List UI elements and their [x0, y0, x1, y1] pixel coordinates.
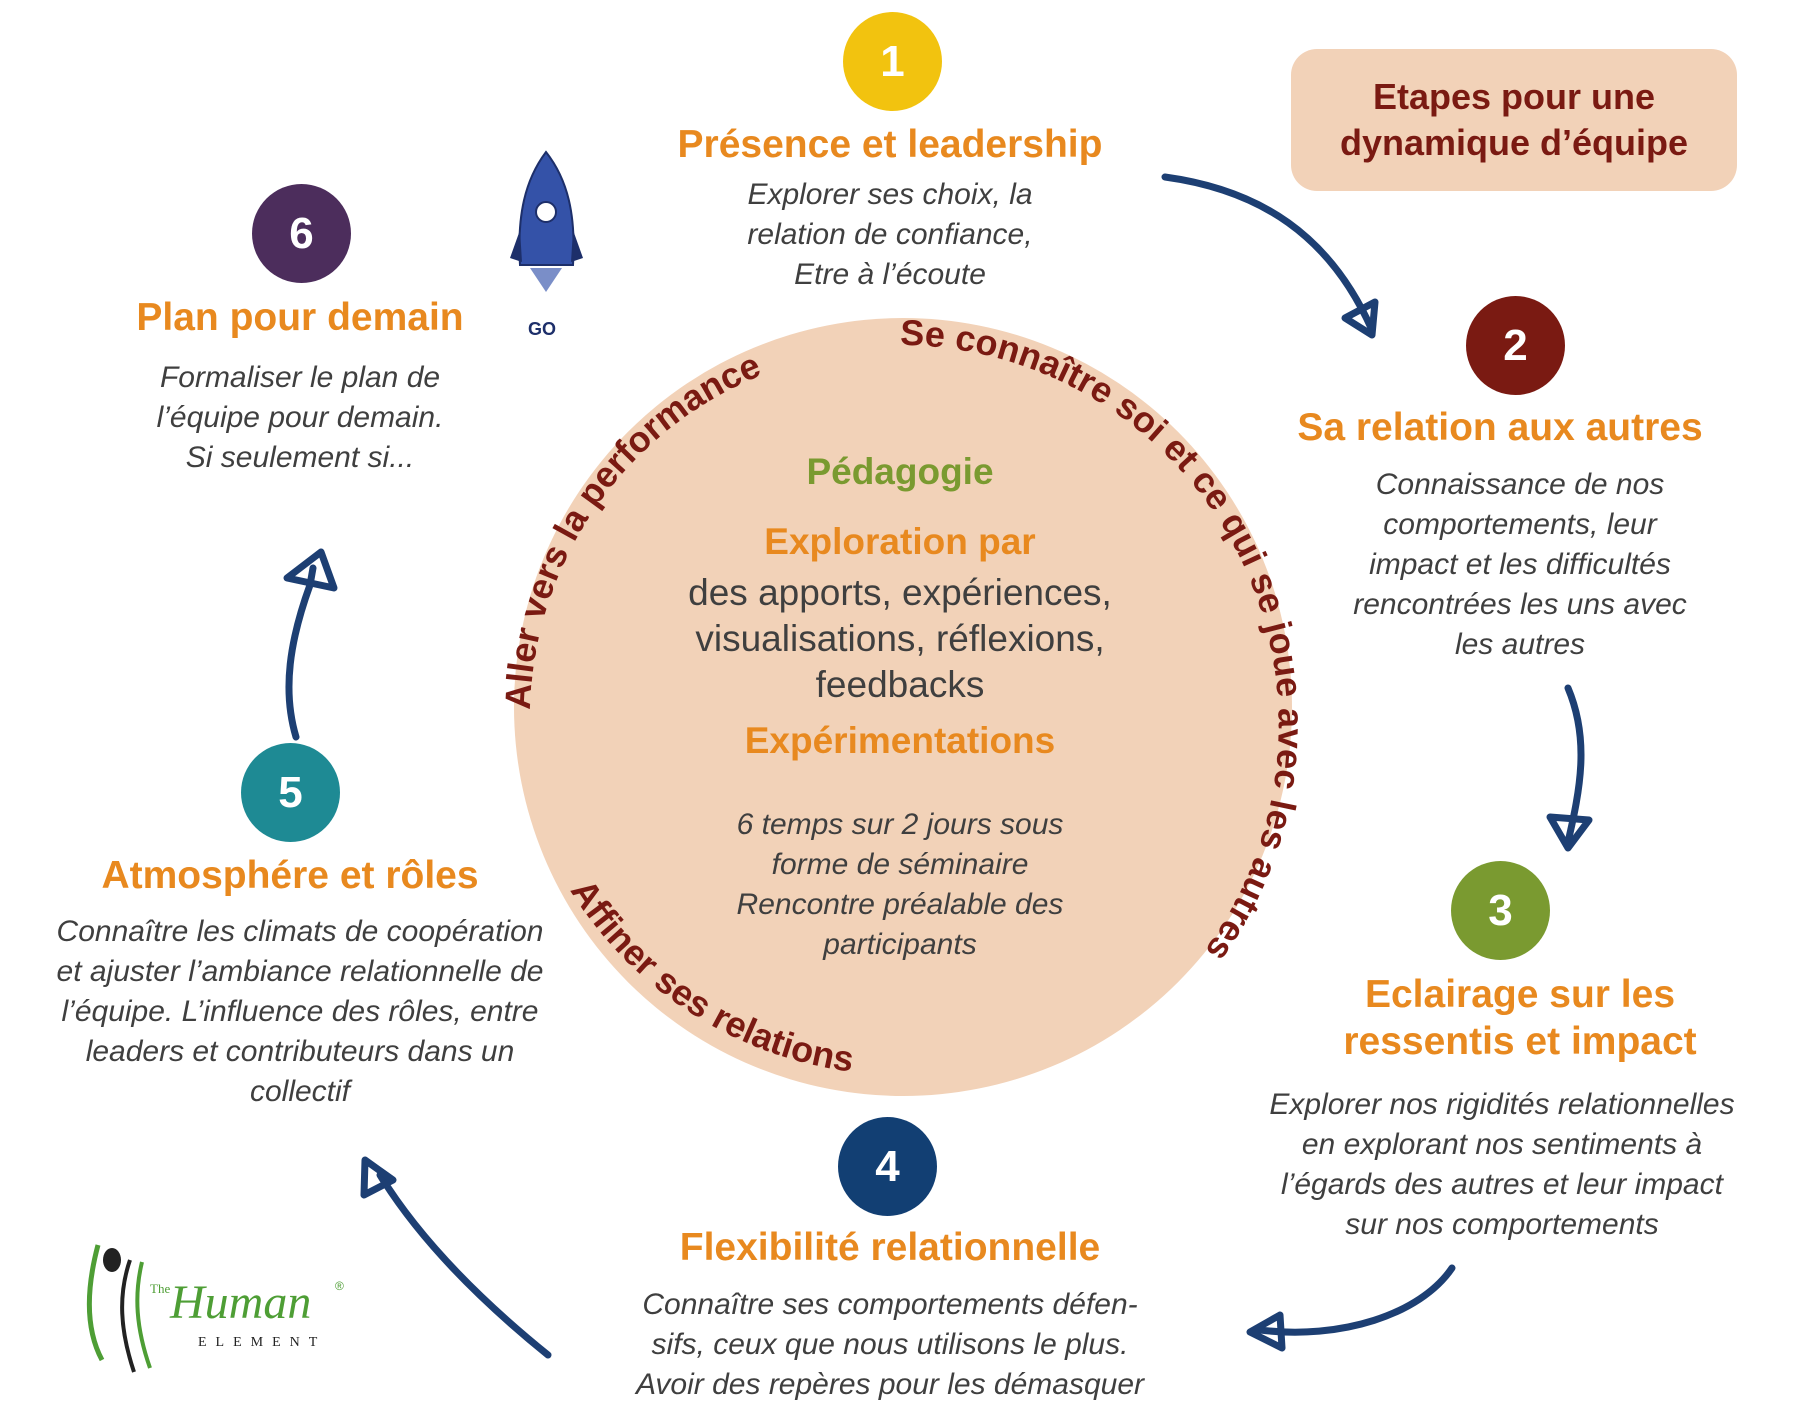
step-2-description: Connaissance de nos comportements, leur … [1280, 465, 1760, 665]
exploration-line: des apports, expériences, [688, 572, 1112, 613]
step-4-title: Flexibilité relationnelle [679, 1226, 1101, 1269]
step-2-line: les autres [1454, 628, 1586, 661]
step-5-badge: 5 [241, 743, 340, 842]
exploration-line: feedbacks [815, 664, 985, 705]
step-6-title: Plan pour demain [136, 296, 464, 339]
arrow-2-to-3 [1546, 684, 1593, 852]
step-5-line: Connaître les climats de coopération [56, 915, 544, 948]
legend-line-2: dynamique d’équipe [1339, 122, 1689, 163]
logo-small-text: The [150, 1281, 171, 1296]
step-5-line: l’équipe. L’influence des rôles, entre [61, 995, 539, 1028]
step-5-title: Atmosphére et rôles [101, 854, 479, 897]
exploration-line: visualisations, réflexions, [695, 618, 1105, 659]
step-3-line: en explorant nos sentiments à [1301, 1128, 1703, 1161]
step-1-description: Explorer ses choix, la relation de confi… [640, 175, 1140, 295]
step-3-line: Explorer nos rigidités relationnelles [1269, 1088, 1735, 1121]
step-4-line: sifs, ceux que nous utilisons le plus. [651, 1328, 1129, 1361]
step-3-line: sur nos comportements [1345, 1208, 1659, 1241]
step-4-badge: 4 [838, 1117, 937, 1216]
exploration-body: des apports, expériences, visualisations… [600, 570, 1200, 708]
step-3-line: l’égards des autres et leur impact [1281, 1168, 1723, 1201]
step-1-line: Etre à l’écoute [794, 258, 986, 291]
logo-main-text: Human [170, 1276, 312, 1329]
program-note: 6 temps sur 2 jours sous forme de sémina… [600, 805, 1200, 965]
step-6-line: Si seulement si... [185, 441, 415, 474]
step-5-description: Connaître les climats de coopération et … [10, 912, 590, 1112]
arrow-1-to-2 [1161, 173, 1379, 339]
exploration-subtitle: Exploration par [764, 521, 1036, 562]
pedagogy-circle [514, 318, 1292, 1096]
legend-line-1: Etapes pour une [1372, 76, 1656, 117]
step-4-description: Connaître ses comportements défen- sifs,… [580, 1285, 1200, 1405]
program-note-line: forme de séminaire [771, 848, 1029, 881]
step-3-title-line: Eclairage sur les [1364, 973, 1676, 1016]
step-3-badge: 3 [1451, 861, 1550, 960]
step-2-line: rencontrées les uns avec [1353, 588, 1687, 621]
step-1-title: Présence et leadership [677, 123, 1103, 166]
program-note-line: participants [823, 928, 977, 961]
step-2-line: comportements, leur [1383, 508, 1657, 541]
step-3-title: Eclairage sur les ressentis et impact [1270, 972, 1770, 1066]
step-4-line: Connaître ses comportements défen- [642, 1288, 1138, 1321]
step-5-line: leaders et contributeurs dans un [85, 1035, 515, 1068]
pedagogy-title: Pédagogie [806, 451, 994, 492]
human-element-logo-mark [86, 1244, 152, 1373]
step-6-line: l’équipe pour demain. [156, 401, 444, 434]
arrow-5-to-6 [283, 548, 338, 741]
arrow-4-to-5 [360, 1156, 552, 1359]
experiments-title: Expérimentations [744, 720, 1056, 761]
step-4-line: Avoir des repères pour les démasquer [635, 1368, 1145, 1401]
step-6-description: Formaliser le plan de l’équipe pour dema… [80, 358, 520, 478]
step-1-line: relation de confiance, [747, 218, 1033, 251]
step-6-badge: 6 [252, 184, 351, 283]
step-2-title: Sa relation aux autres [1297, 406, 1703, 449]
rocket-icon: GO [510, 150, 583, 339]
legend-box: Etapes pour une dynamique d’équipe [1291, 49, 1737, 191]
step-2-badge: 2 [1466, 296, 1565, 395]
step-5-line: et ajuster l’ambiance relationnelle de [56, 955, 544, 988]
program-note-line: 6 temps sur 2 jours sous [736, 808, 1064, 841]
step-5-line: collectif [249, 1075, 351, 1108]
step-1-line: Explorer ses choix, la [747, 178, 1033, 211]
arrow-3-to-4 [1246, 1264, 1456, 1352]
step-3-title-line: ressentis et impact [1343, 1019, 1697, 1063]
step-1-badge: 1 [843, 12, 942, 111]
logo-registered-mark: ® [335, 1279, 344, 1293]
step-3-description: Explorer nos rigidités relationnelles en… [1222, 1085, 1782, 1245]
step-2-line: Connaissance de nos [1375, 468, 1665, 501]
rocket-label: GO [528, 319, 556, 339]
program-note-line: Rencontre préalable des [736, 888, 1064, 921]
step-2-line: impact et les difficultés [1369, 548, 1671, 581]
logo-sub-text: ELEMENT [198, 1335, 327, 1350]
step-6-line: Formaliser le plan de [159, 361, 441, 394]
